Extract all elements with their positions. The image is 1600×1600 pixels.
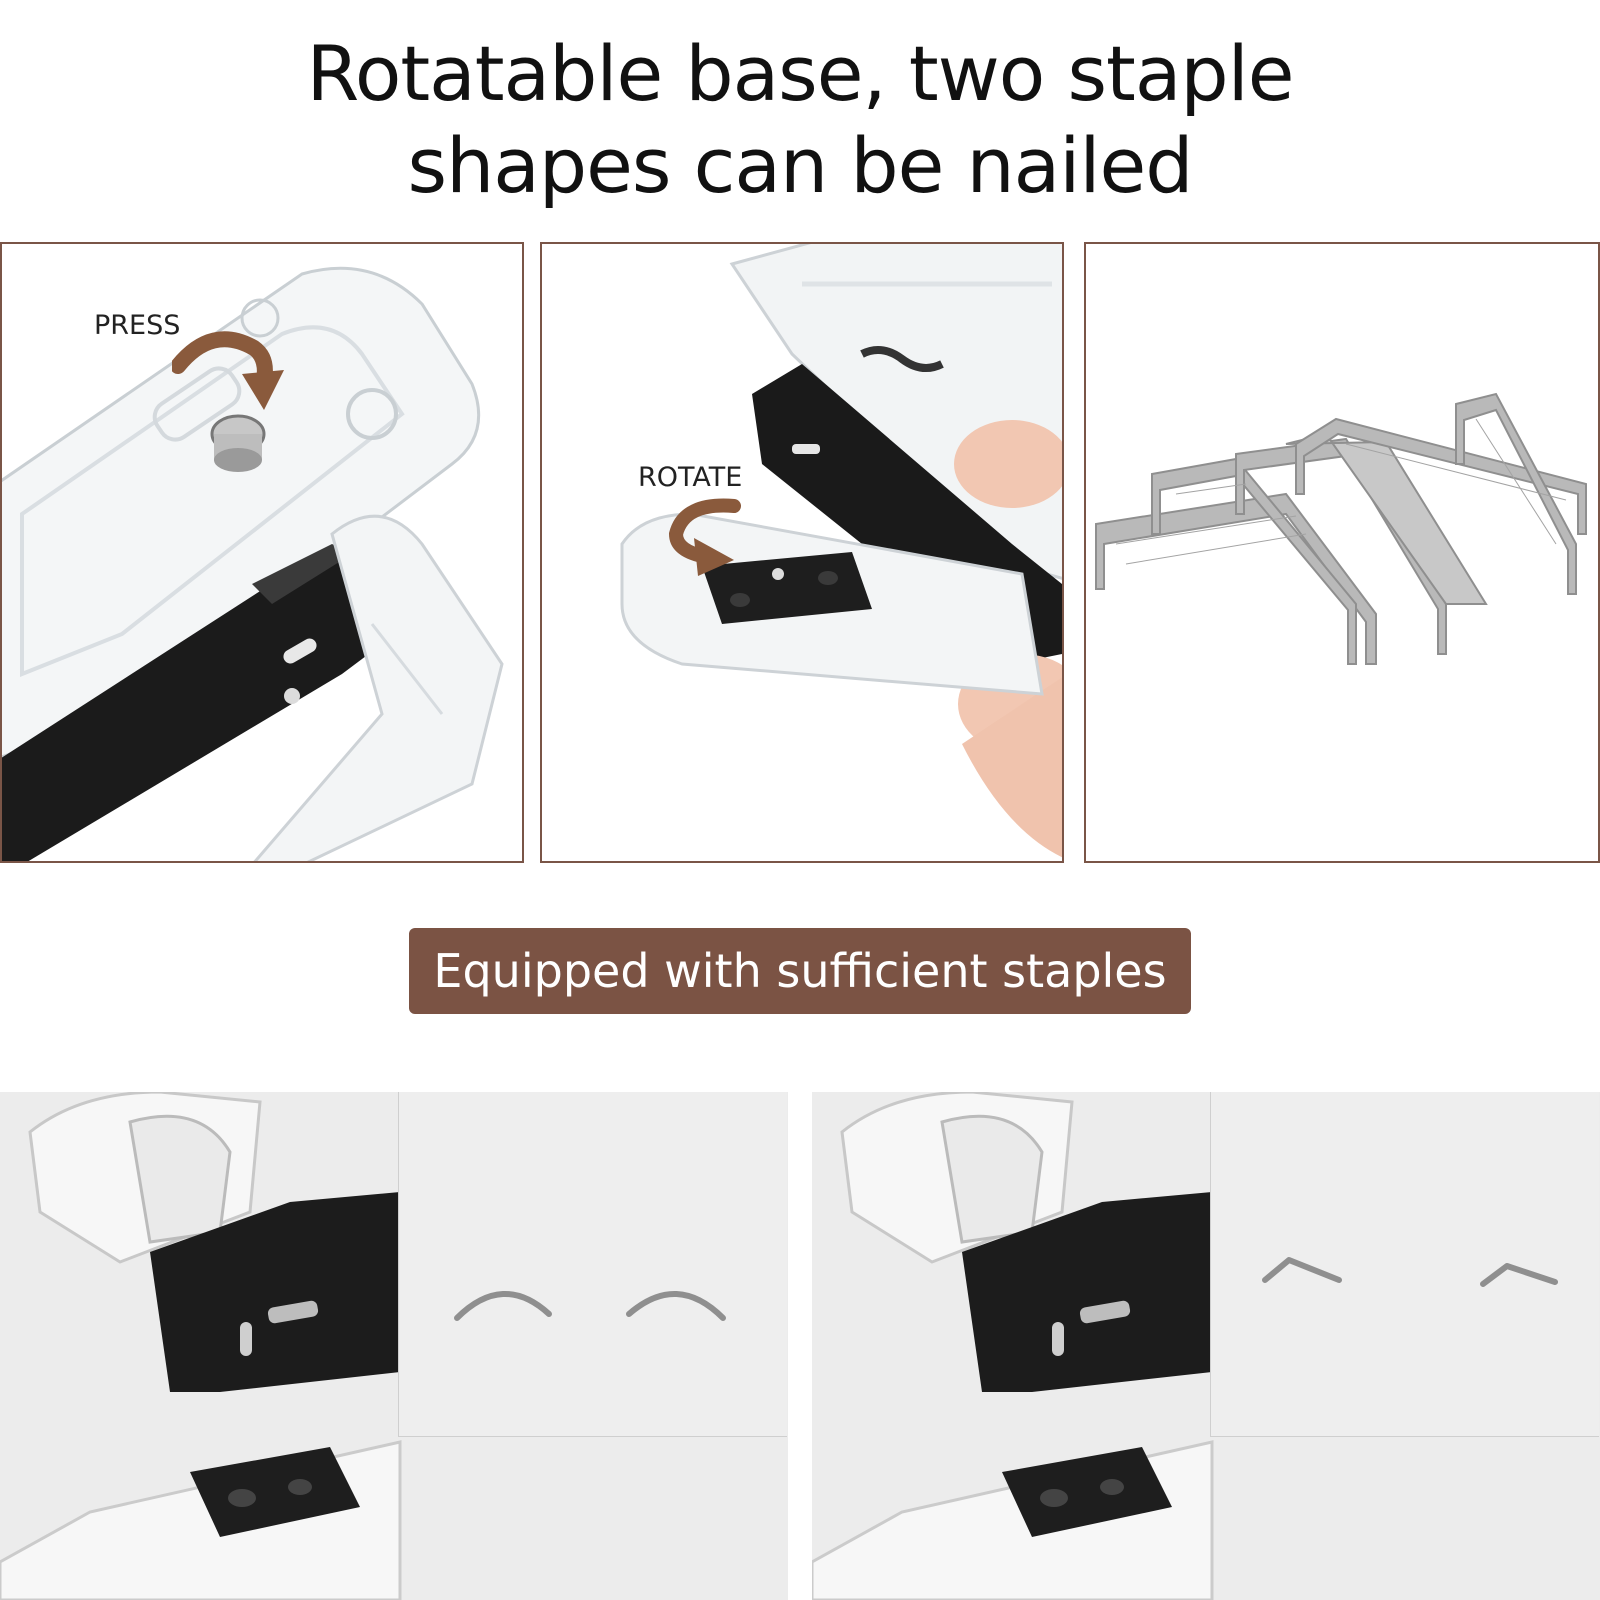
angular-staple-result-icon: [1262, 1257, 1558, 1287]
bottom-right-staple-demo: [812, 1092, 1600, 1600]
angular-staple-inset: [1210, 1092, 1599, 1437]
stapler-top-illustration: [2, 266, 504, 861]
bottom-left-staple-demo: [0, 1092, 788, 1600]
staples-illustration: [1095, 392, 1587, 665]
headline-line-1: Rotatable base, two staple: [306, 29, 1294, 118]
curved-staple-inset: [398, 1092, 787, 1437]
curved-staple-result-icon: [454, 1291, 726, 1321]
staples-banner: Equipped with sufficient staples: [409, 928, 1191, 1014]
panel-rotate: ROTATE: [540, 242, 1064, 863]
curved-arrow-icon: [668, 498, 741, 576]
headline: Rotatable base, two staple shapes can be…: [0, 28, 1600, 212]
stapler-rotate-illustration: [620, 244, 1062, 858]
panel-press: PRESS: [0, 242, 524, 863]
headline-line-2: shapes can be nailed: [407, 121, 1194, 210]
press-callout: PRESS: [94, 310, 181, 341]
rotate-callout: ROTATE: [638, 462, 743, 493]
curved-arrow-icon: [172, 331, 284, 410]
panel-staples: [1084, 242, 1600, 863]
